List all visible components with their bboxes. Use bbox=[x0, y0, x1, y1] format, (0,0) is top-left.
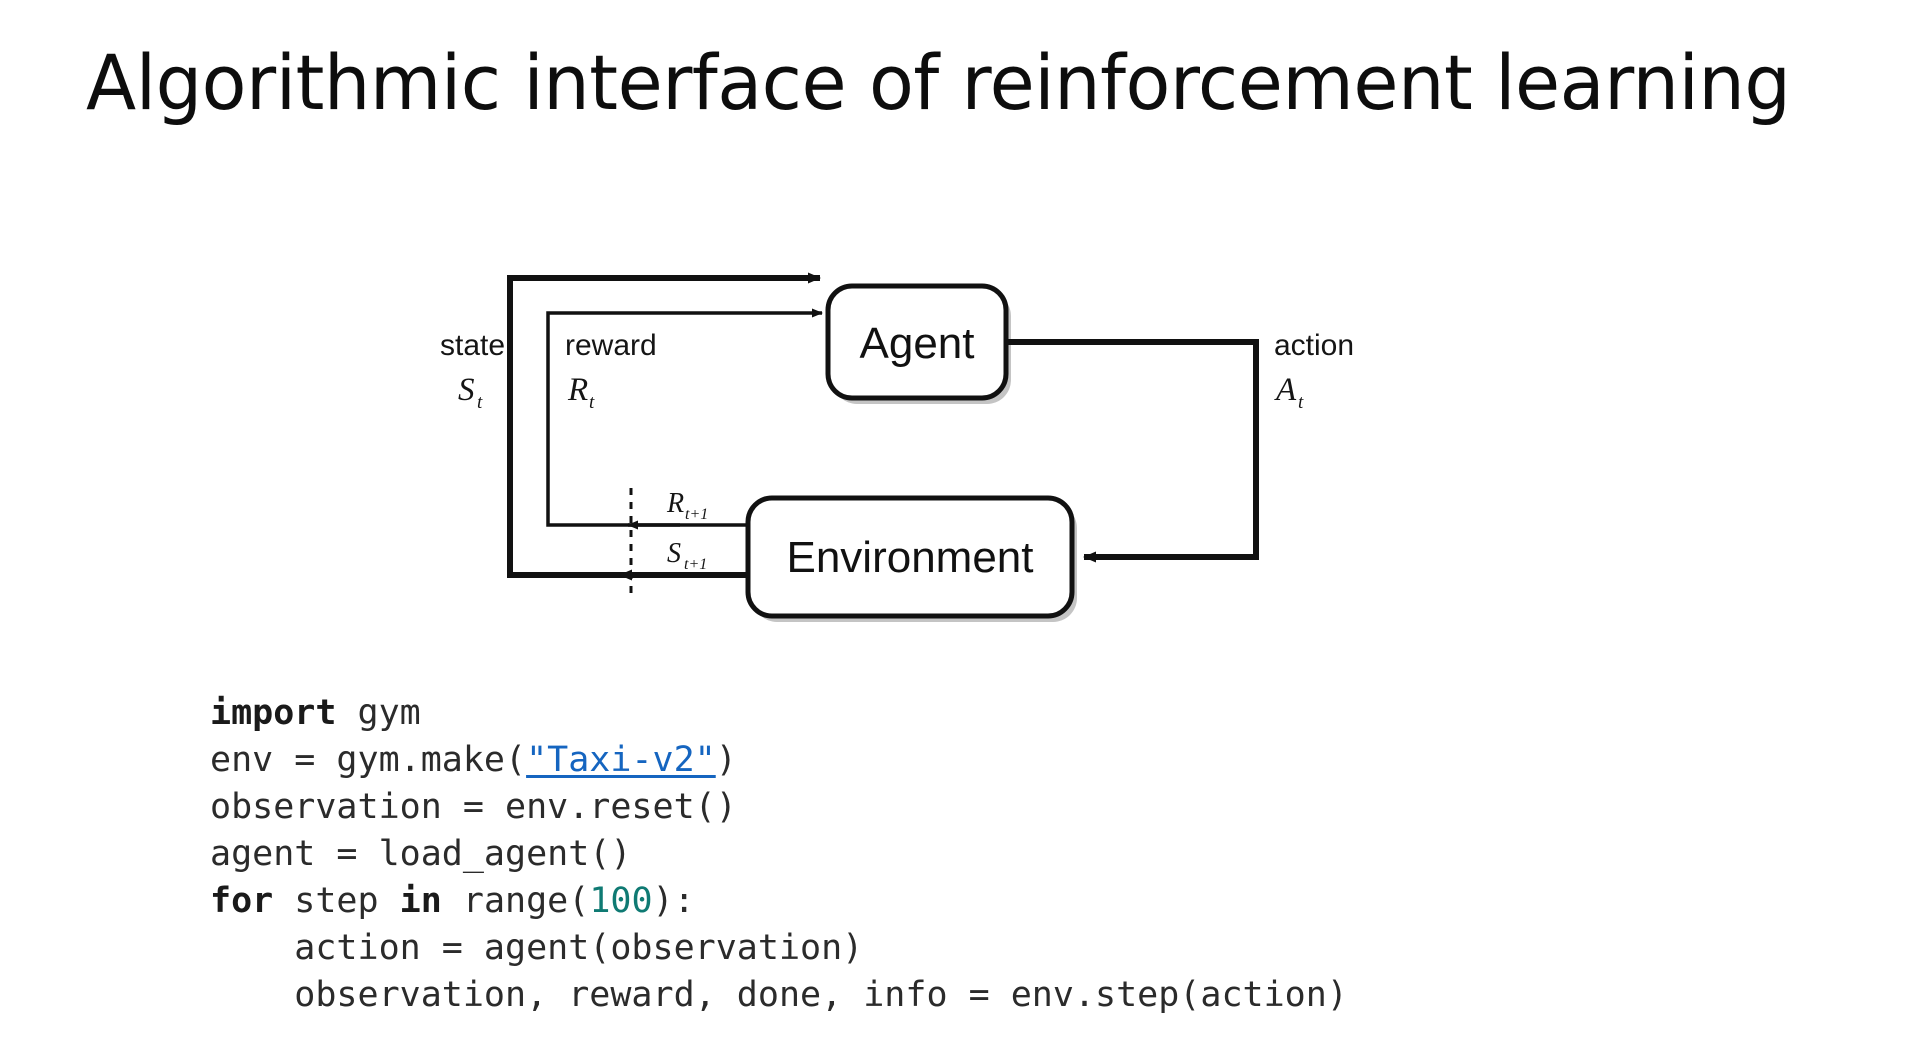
action-symbol-subscript: t bbox=[1298, 392, 1304, 413]
state-next-symbol: S bbox=[667, 538, 681, 569]
code-token: ) bbox=[715, 740, 737, 780]
reward-symbol-subscript: t bbox=[589, 392, 595, 413]
action-path bbox=[1006, 339, 1259, 563]
code-line: observation = env.reset() bbox=[210, 784, 1348, 831]
action-label: action bbox=[1274, 329, 1354, 362]
code-token: 100 bbox=[589, 881, 653, 921]
rl-loop-diagram: Agent Environment state S t reward R bbox=[380, 200, 1540, 640]
agent-node: Agent bbox=[825, 283, 1011, 404]
action-label-group: action A t bbox=[1274, 329, 1354, 413]
reward-label: reward bbox=[565, 329, 657, 362]
reward-label-group: reward R t bbox=[565, 329, 657, 413]
code-token: env = gym.make( bbox=[210, 740, 527, 780]
state-symbol: S bbox=[458, 372, 475, 408]
code-line: observation, reward, done, info = env.st… bbox=[210, 972, 1348, 1019]
action-symbol: A bbox=[1274, 372, 1297, 408]
reward-next-subscript: t+1 bbox=[685, 506, 708, 523]
agent-node-label: Agent bbox=[860, 319, 975, 368]
state-next-subscript: t+1 bbox=[684, 556, 707, 573]
code-token: ): bbox=[652, 881, 695, 921]
code-line: import gym bbox=[210, 690, 1348, 737]
environment-node-box bbox=[745, 495, 1075, 619]
code-token: observation = env.reset() bbox=[210, 787, 737, 827]
reward-next-symbol: R bbox=[666, 488, 684, 519]
page-title: Algorithmic interface of reinforcement l… bbox=[86, 38, 1791, 127]
code-token: agent = load_agent() bbox=[210, 834, 632, 874]
environment-node: Environment bbox=[745, 495, 1077, 622]
code-token: step bbox=[273, 881, 400, 921]
state-label-group: state S t bbox=[440, 329, 505, 413]
code-token: observation, reward, done, info = env.st… bbox=[210, 975, 1348, 1015]
code-line: for step in range(100): bbox=[210, 878, 1348, 925]
reward-next-label-group: R t+1 bbox=[666, 488, 708, 523]
code-line: env = gym.make("Taxi-v2") bbox=[210, 737, 1348, 784]
code-link-taxi-v2[interactable]: "Taxi-v2" bbox=[526, 740, 716, 780]
state-label: state bbox=[440, 329, 505, 362]
code-line: action = agent(observation) bbox=[210, 925, 1348, 972]
environment-node-label: Environment bbox=[786, 533, 1033, 582]
code-token: for bbox=[210, 881, 274, 921]
code-token: in bbox=[399, 881, 442, 921]
code-token: action = agent(observation) bbox=[210, 928, 864, 968]
code-line: agent = load_agent() bbox=[210, 831, 1348, 878]
code-token: gym bbox=[336, 693, 421, 733]
code-token: import bbox=[210, 693, 337, 733]
state-symbol-subscript: t bbox=[477, 392, 483, 413]
state-next-label-group: S t+1 bbox=[667, 538, 707, 573]
code-token: range( bbox=[441, 881, 590, 921]
reward-symbol: R bbox=[567, 372, 588, 408]
